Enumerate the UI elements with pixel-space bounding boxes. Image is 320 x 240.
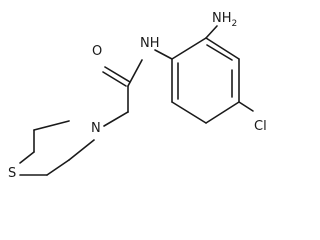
bond-s-c1 xyxy=(19,151,35,164)
amide-nh-label: NH xyxy=(140,36,160,51)
bond-ring-1-2 xyxy=(171,37,207,60)
ring-s-label: S xyxy=(8,166,16,181)
bond-c3-c4 xyxy=(46,159,70,176)
bond-c2-n xyxy=(33,120,70,131)
bond-co-nh xyxy=(127,59,143,87)
bond-ring-inner-a xyxy=(206,44,233,61)
bond-ring-5-6 xyxy=(171,101,207,124)
aniline-ring xyxy=(154,25,254,124)
bond-co-double-2 xyxy=(104,66,131,83)
bond-n-c3 xyxy=(68,139,95,161)
thiomorpholine-ring xyxy=(19,120,95,176)
chloro-label: Cl xyxy=(254,119,267,134)
bond-ring-4-5 xyxy=(205,101,240,124)
bond-ring-2-3 xyxy=(205,37,240,60)
bond-ring-4-cl xyxy=(238,101,254,112)
bond-nh-ring xyxy=(154,49,173,60)
bond-n-ch2 xyxy=(103,111,129,127)
carbonyl-o-label: O xyxy=(92,44,102,59)
bond-ring-2-nh2 xyxy=(205,25,218,39)
ring-n-label: N xyxy=(91,121,101,136)
structure-diagram: NH2 NH O N S Cl xyxy=(8,11,267,181)
bond-co-double-1 xyxy=(102,71,127,87)
molecule-drawing: NH2 NH O N S Cl xyxy=(8,11,267,181)
nh2-label: NH2 xyxy=(212,11,237,29)
acetamide-linker xyxy=(102,59,143,127)
